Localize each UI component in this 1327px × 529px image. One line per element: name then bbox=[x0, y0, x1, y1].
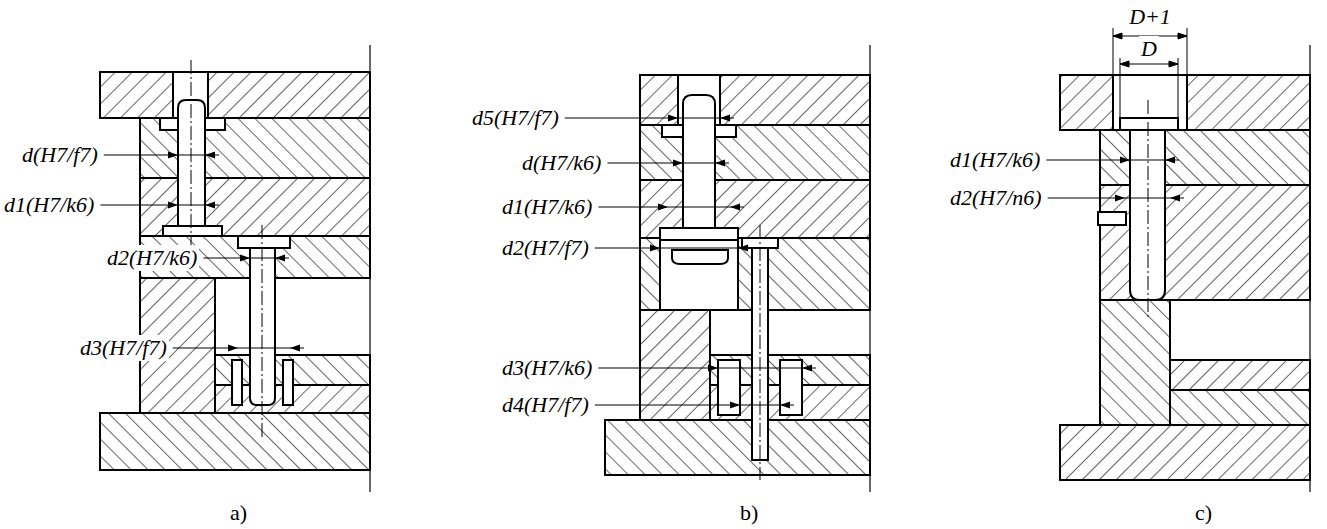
dimension-text: D+1 bbox=[1127, 4, 1173, 30]
fit-label: d(H7/k6) bbox=[520, 150, 603, 176]
fit-leader bbox=[595, 245, 752, 252]
fit-leader bbox=[203, 255, 289, 262]
fit-label: d3(H7/k6) bbox=[500, 355, 594, 381]
fit-label: d1(H7/k6) bbox=[2, 192, 96, 218]
fit-leader bbox=[607, 160, 729, 167]
fit-label: d(H7/f7) bbox=[20, 142, 100, 168]
fit-leader bbox=[173, 345, 304, 352]
fit-label: d4(H7/f7) bbox=[500, 392, 591, 418]
fit-label: d1(H7/k6) bbox=[500, 194, 594, 220]
panel-caption: a) bbox=[228, 500, 249, 526]
fit-label: d1(H7/k6) bbox=[948, 147, 1042, 173]
fit-label: d5(H7/f7) bbox=[470, 105, 561, 131]
fit-leader bbox=[1048, 195, 1184, 202]
fit-label: d3(H7/f7) bbox=[78, 335, 169, 361]
fit-label: d2(H7/n6) bbox=[948, 185, 1044, 211]
fit-label: d2(H7/k6) bbox=[105, 245, 199, 271]
dimension-text: D bbox=[1139, 36, 1159, 62]
panel-caption: b) bbox=[738, 500, 760, 526]
fit-leader bbox=[100, 202, 219, 209]
fit-leader bbox=[598, 204, 744, 211]
fit-label: d2(H7/f7) bbox=[500, 235, 591, 261]
panel-caption: c) bbox=[1193, 500, 1214, 526]
fit-leader bbox=[104, 152, 219, 159]
fit-leader bbox=[598, 365, 816, 372]
fit-leader bbox=[565, 115, 734, 122]
fit-leader bbox=[1046, 157, 1179, 164]
fit-leader bbox=[595, 402, 794, 409]
